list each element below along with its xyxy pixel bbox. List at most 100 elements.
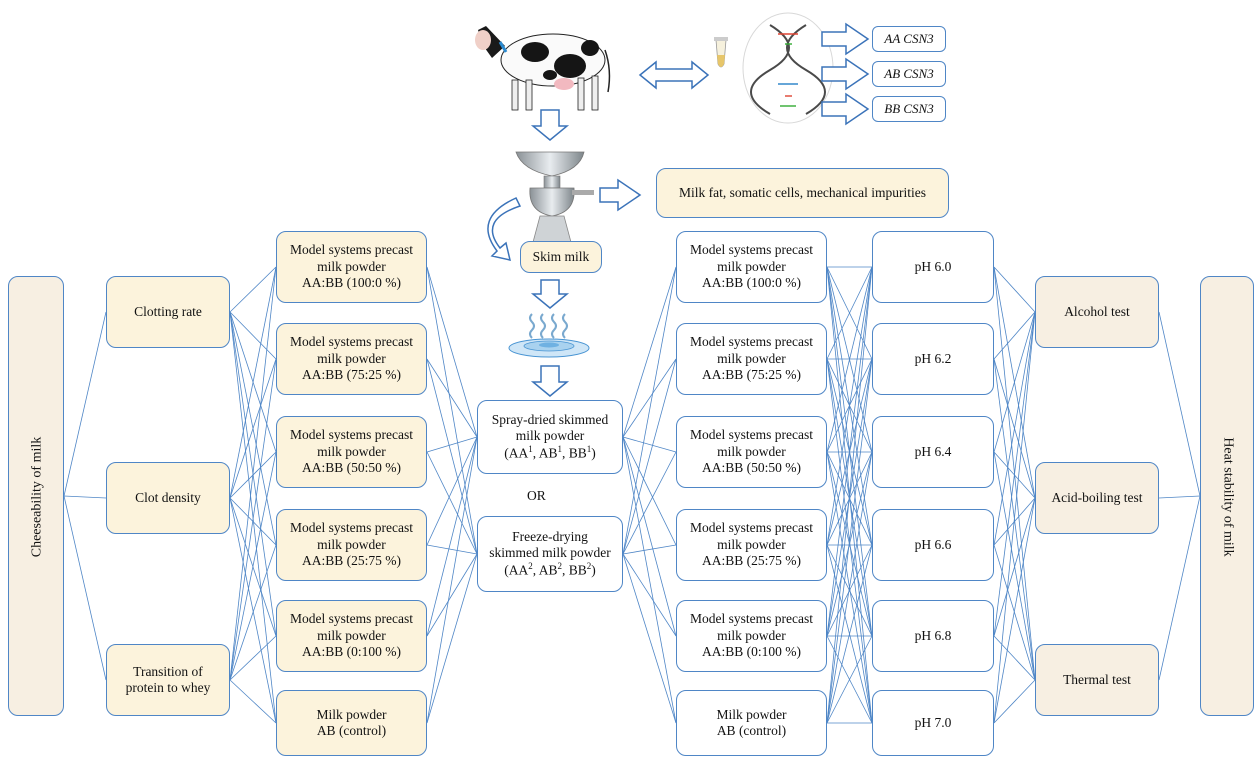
heat-stability-title: Heat stability of milk: [1220, 437, 1236, 557]
connector-line: [993, 311, 1036, 546]
right-arrow-icon: [821, 57, 870, 91]
separator-output-box: Milk fat, somatic cells, mechanical impu…: [656, 168, 949, 218]
connector-line: [993, 497, 1036, 637]
genotype-ab-box: AB CSN3: [872, 61, 946, 87]
connector-line: [622, 266, 677, 438]
freeze-line2: skimmed milk powder: [489, 545, 611, 561]
connector-line: [1158, 495, 1201, 499]
connector-line: [826, 266, 873, 724]
down-arrow-icon: [530, 365, 570, 397]
dna-helix-icon: [742, 12, 834, 124]
cheeseability-title: Cheeseability of milk: [29, 436, 45, 558]
right-arrow-icon: [599, 178, 642, 212]
genotype-aa-box: AA CSN3: [872, 26, 946, 52]
spray-line2: milk powder: [515, 428, 585, 444]
ph-box: pH 7.0: [872, 690, 994, 756]
freeze-line1: Freeze-drying: [512, 528, 588, 544]
connector-line: [426, 266, 478, 438]
connector-line: [622, 266, 677, 555]
model-system-box: Model systems precast milk powder AA:BB …: [276, 323, 427, 395]
connector-line: [63, 495, 107, 681]
test-clotting-rate: Clotting rate: [106, 276, 230, 348]
connector-line: [1158, 495, 1201, 681]
connector-line: [622, 451, 677, 555]
down-arrow-icon: [530, 279, 570, 309]
connector-line: [826, 266, 873, 546]
right-arrow-icon: [821, 22, 870, 56]
test-acid-boiling: Acid-boiling test: [1035, 462, 1159, 534]
connector-line: [426, 553, 478, 724]
connector-line: [622, 553, 677, 637]
connector-line: [426, 436, 478, 453]
curved-arrow-icon: [487, 197, 522, 261]
model-system-box: Model systems precast milk powder AA:BB …: [676, 231, 827, 303]
connector-line: [622, 358, 677, 555]
genotype-bb-box: BB CSN3: [872, 96, 946, 122]
connector-line: [229, 544, 277, 681]
connector-line: [993, 311, 1036, 637]
connector-line: [826, 266, 873, 637]
freeze-dried-powder-box: Freeze-drying skimmed milk powder (AA2, …: [477, 516, 623, 592]
connector-line: [426, 266, 478, 555]
connector-line: [993, 311, 1036, 724]
or-label: OR: [527, 488, 546, 503]
connector-line: [826, 266, 873, 453]
test-tube-icon: [714, 37, 728, 68]
right-arrow-icon: [821, 92, 870, 126]
cow-illustration: [475, 26, 611, 111]
connector-line: [229, 497, 277, 724]
skim-milk-box: Skim milk: [520, 241, 602, 273]
connector-line: [622, 436, 677, 546]
ph-box: pH 6.8: [872, 600, 994, 672]
test-thermal: Thermal test: [1035, 644, 1159, 716]
connector-line: [826, 544, 873, 637]
spray-line1: Spray-dried skimmed: [491, 411, 609, 427]
connector-line: [993, 635, 1036, 681]
connector-line: [426, 553, 478, 637]
connector-line: [826, 635, 873, 724]
milk-separator-icon: [515, 151, 594, 247]
connector-line: [426, 358, 478, 438]
spray-dried-powder-box: Spray-dried skimmed milk powder (AA1, AB…: [477, 400, 623, 474]
connector-line: [993, 311, 1036, 453]
connector-line: [229, 311, 277, 360]
heat-waves-icon: [508, 313, 590, 358]
connector-line: [63, 311, 107, 497]
connector-line: [229, 266, 277, 313]
connector-line: [622, 436, 677, 453]
connector-line: [426, 544, 478, 555]
model-system-box: Model systems precast milk powder AA:BB …: [276, 416, 427, 488]
connector-line: [426, 451, 478, 555]
down-arrow-icon: [530, 109, 570, 141]
connector-line: [229, 635, 277, 681]
ph-box: pH 6.2: [872, 323, 994, 395]
connector-line: [229, 679, 277, 724]
double-arrow-icon: [638, 60, 710, 90]
connector-line: [426, 436, 478, 724]
test-alcohol: Alcohol test: [1035, 276, 1159, 348]
connector-line: [229, 451, 277, 681]
model-system-box: Model systems precast milk powder AA:BB …: [676, 600, 827, 672]
model-system-box: Model systems precast milk powder AA:BB …: [276, 231, 427, 303]
model-system-box: Model systems precast milk powder AA:BB …: [676, 323, 827, 395]
connector-line: [826, 451, 873, 724]
connector-line: [622, 358, 677, 438]
connector-line: [826, 544, 873, 724]
connector-line: [426, 436, 478, 546]
ph-box: pH 6.4: [872, 416, 994, 488]
connector-line: [622, 436, 677, 637]
model-system-box: Model systems precast milk powder AA:BB …: [676, 416, 827, 488]
connector-line: [993, 679, 1036, 724]
connector-line: [826, 358, 873, 724]
connector-line: [426, 358, 478, 555]
connector-line: [993, 311, 1036, 360]
connector-line: [229, 266, 277, 681]
connector-line: [622, 553, 677, 724]
connector-line: [229, 358, 277, 681]
cheeseability-title-box: Cheeseability of milk: [8, 276, 64, 716]
connector-line: [63, 495, 107, 499]
ph-box: pH 6.6: [872, 509, 994, 581]
test-protein-transition: Transition of protein to whey: [106, 644, 230, 716]
